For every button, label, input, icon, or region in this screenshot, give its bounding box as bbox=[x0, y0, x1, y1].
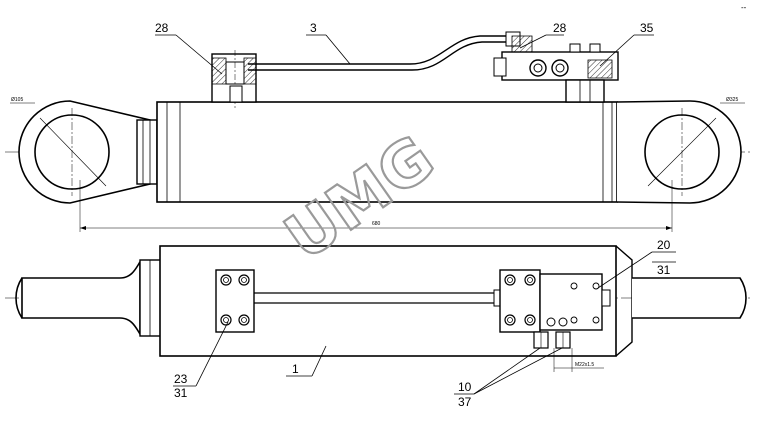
left-rod-eye bbox=[18, 100, 158, 204]
leader-lines bbox=[155, 34, 676, 395]
dim-right-eye: Ø325 bbox=[726, 97, 738, 103]
valve-fitting bbox=[529, 59, 569, 77]
corner-mark: -- bbox=[741, 3, 747, 12]
callout-10: 10 bbox=[458, 380, 472, 394]
port-fittings bbox=[533, 331, 604, 372]
dim-left-eye: Ø105 bbox=[11, 97, 23, 103]
callout-28-left: 28 bbox=[155, 21, 169, 35]
piston-rod bbox=[15, 259, 163, 337]
callout-37: 37 bbox=[458, 395, 472, 409]
cylinder-barrel-top bbox=[156, 101, 618, 203]
callout-3: 3 bbox=[310, 21, 317, 35]
callout-31-right: 31 bbox=[657, 263, 671, 277]
bottom-view bbox=[5, 245, 752, 372]
callout-20: 20 bbox=[657, 238, 671, 252]
callout-23: 23 bbox=[174, 372, 188, 386]
callout-31-left: 31 bbox=[174, 386, 188, 400]
left-port-block bbox=[211, 50, 257, 108]
callout-28-right: 28 bbox=[553, 21, 567, 35]
callout-1: 1 bbox=[292, 362, 299, 376]
dim-overall-length: 680 bbox=[372, 221, 381, 227]
valve-block-plan bbox=[499, 269, 611, 333]
overall-length-dimension bbox=[79, 180, 673, 232]
hydraulic-tube bbox=[248, 35, 508, 65]
right-base-eye bbox=[616, 100, 742, 204]
pipe-clamp-left bbox=[215, 269, 255, 333]
dim-port-thread: M22x1.5 bbox=[575, 362, 594, 368]
top-view bbox=[5, 31, 752, 232]
callout-35: 35 bbox=[640, 21, 654, 35]
